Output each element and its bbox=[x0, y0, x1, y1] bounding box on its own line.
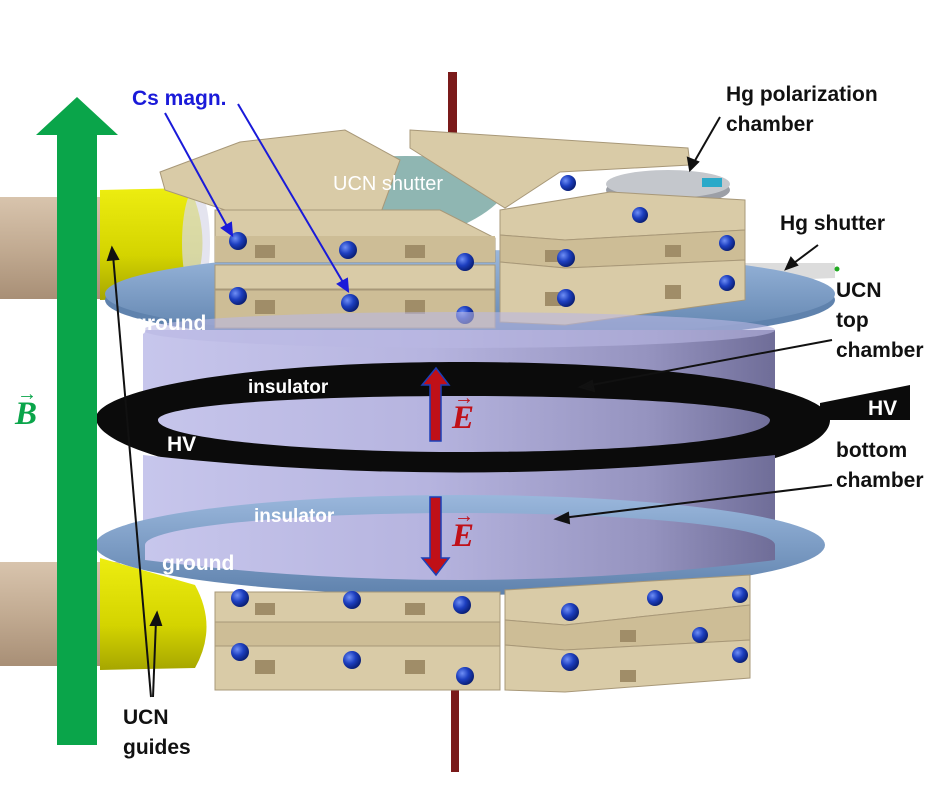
e-field-bottom-label: E bbox=[452, 518, 475, 554]
bottom-chamber-label: bottom chamber bbox=[836, 439, 924, 492]
ucn-shutter-label: UCN shutter bbox=[333, 173, 444, 195]
b-field-label: B bbox=[15, 396, 38, 432]
pointer-lines bbox=[106, 116, 833, 698]
ucn-top-chamber-label: UCN top chamber bbox=[836, 279, 924, 362]
hg-shutter-label: Hg shutter bbox=[780, 212, 885, 235]
ucn-guides-label: UCN guides bbox=[123, 706, 191, 759]
insulator-bottom-label: insulator bbox=[254, 506, 335, 527]
b-field-symbol: → B bbox=[15, 384, 38, 432]
cs-magnetometers-bottom bbox=[231, 587, 748, 685]
bottom-holders bbox=[214, 574, 751, 693]
b-field-arrow bbox=[36, 97, 118, 745]
vector-arrow-icon: → bbox=[454, 505, 474, 527]
vector-arrow-icon: → bbox=[454, 387, 474, 409]
e-field-symbol-bottom: → E bbox=[452, 506, 475, 554]
ground-bottom-label: ground bbox=[162, 552, 235, 575]
hg-polarization-chamber-label: Hg polarization chamber bbox=[726, 83, 878, 136]
hv-left-label: HV bbox=[167, 433, 197, 456]
e-field-arrow-bottom bbox=[420, 496, 451, 577]
hv-right-label: HV bbox=[868, 397, 898, 420]
e-field-top-label: E bbox=[452, 400, 475, 436]
e-field-arrow-top bbox=[420, 366, 451, 442]
vector-arrow-icon: → bbox=[17, 383, 37, 405]
top-holders bbox=[159, 129, 746, 329]
ground-top-label: ground bbox=[134, 312, 207, 335]
insulator-top-label: insulator bbox=[248, 377, 329, 398]
vertical-rod-bottom bbox=[451, 690, 459, 772]
cs-pointer-lines bbox=[164, 103, 350, 294]
cs-magnetometer-label: Cs magn. bbox=[132, 87, 227, 110]
e-field-symbol-top: → E bbox=[452, 388, 475, 436]
cs-magnetometers-top bbox=[229, 175, 735, 324]
hv-electrode-ring bbox=[96, 362, 910, 490]
